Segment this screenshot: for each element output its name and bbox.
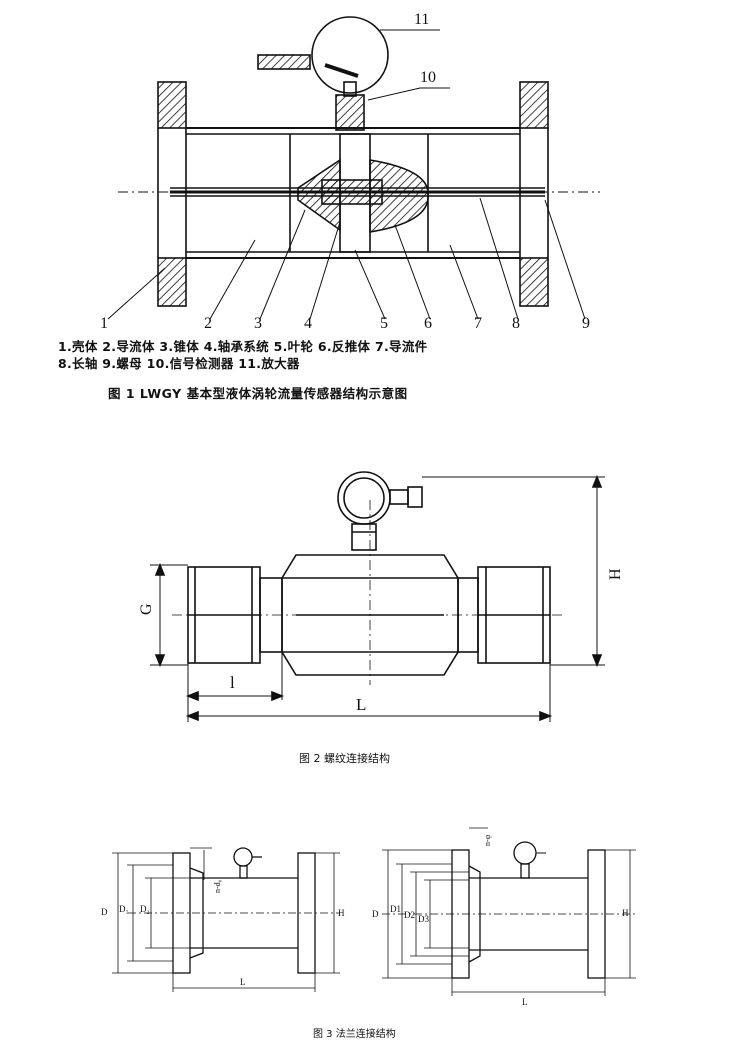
right-flange-bottom bbox=[519, 257, 549, 307]
label-l-small: l bbox=[230, 673, 235, 692]
figure1-caption: 图 1 LWGY 基本型液体涡轮流量传感器结构示意图 bbox=[108, 386, 408, 401]
label-h: H bbox=[607, 568, 624, 580]
figure2-caption: 图 2 螺纹连接结构 bbox=[299, 752, 390, 765]
amplifier-stem bbox=[351, 523, 377, 551]
left-amplifier bbox=[233, 847, 253, 867]
figure2-drawing: G H l L bbox=[138, 471, 624, 722]
label-g: G bbox=[138, 603, 155, 615]
left-label-d2: D₂ bbox=[140, 904, 150, 914]
label-l-total: L bbox=[356, 695, 366, 714]
callout-7: 7 bbox=[474, 315, 482, 332]
left-label-l: L bbox=[240, 977, 246, 987]
right-label-d: D bbox=[372, 909, 379, 919]
left-label-h: H bbox=[338, 908, 345, 918]
callout-4: 4 bbox=[304, 315, 312, 332]
callout-9: 9 bbox=[582, 315, 590, 332]
figure3-caption: 图 3 法兰连接结构 bbox=[313, 1029, 396, 1040]
left-flange-bottom bbox=[157, 257, 187, 307]
callout-11: 11 bbox=[414, 11, 429, 28]
callout-2: 2 bbox=[204, 315, 212, 332]
callout-6: 6 bbox=[424, 315, 432, 332]
figure3-drawing: D D₁ D₂ n-d₀ H L D D1 D2 D3 n-φ H L bbox=[101, 827, 636, 1007]
right-label-d1: D1 bbox=[390, 904, 401, 914]
callout-10: 10 bbox=[420, 69, 436, 86]
left-label-d: D bbox=[101, 907, 108, 917]
right-label-h: H bbox=[622, 908, 629, 918]
figure1-legend: 1.壳体 2.导流体 3.锥体 4.轴承系统 5.叶轮 6.反推体 7.导流件 … bbox=[58, 338, 718, 372]
amplifier-connector bbox=[257, 54, 311, 70]
right-amplifier bbox=[513, 841, 537, 865]
left-flange-top bbox=[157, 81, 187, 129]
right-label-l: L bbox=[522, 997, 528, 1007]
right-flange-top bbox=[519, 81, 549, 129]
right-label-d2: D2 bbox=[404, 910, 415, 920]
legend-line-1: 1.壳体 2.导流体 3.锥体 4.轴承系统 5.叶轮 6.反推体 7.导流件 bbox=[58, 339, 428, 354]
figure1-drawing: 1 2 3 4 5 6 7 8 9 10 11 bbox=[100, 11, 600, 332]
amplifier bbox=[311, 16, 389, 94]
signal-detector bbox=[335, 94, 365, 131]
callout-1: 1 bbox=[100, 315, 108, 332]
right-label-nphi: n-φ bbox=[483, 834, 492, 846]
callout-3: 3 bbox=[254, 315, 262, 332]
left-label-d1: D₁ bbox=[119, 904, 129, 914]
right-assembly-flange-b bbox=[587, 849, 606, 979]
right-label-d3: D3 bbox=[418, 914, 429, 924]
legend-line-2: 8.长轴 9.螺母 10.信号检测器 11.放大器 bbox=[58, 356, 300, 371]
amplifier-head bbox=[337, 471, 391, 525]
callout-5: 5 bbox=[380, 315, 388, 332]
callout-8: 8 bbox=[512, 315, 520, 332]
left-label-ndo: n-d₀ bbox=[213, 879, 222, 893]
